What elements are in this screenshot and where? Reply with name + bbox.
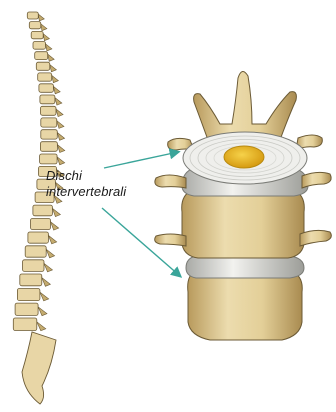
spinous-process — [53, 86, 60, 93]
vertebra — [15, 303, 38, 315]
vertebra — [41, 118, 57, 127]
spinous-process — [52, 208, 60, 216]
intervertebral-discs-label: Dischi intervertebrali — [46, 168, 126, 200]
spinous-process — [56, 109, 63, 117]
spine-column — [13, 12, 65, 404]
vertebra — [23, 260, 45, 272]
spinous-process — [50, 65, 57, 72]
vertebra — [17, 289, 40, 301]
vertebra — [35, 52, 48, 60]
spinous-process — [42, 278, 51, 287]
spinous-process — [55, 98, 62, 106]
vertebra — [39, 84, 54, 93]
pointer-arrow-upper — [104, 152, 178, 168]
transverse-process-right-upper — [302, 172, 331, 188]
spinous-process — [40, 292, 49, 301]
vertebral-arch — [194, 71, 297, 140]
vertebra — [13, 318, 37, 331]
vertebra — [36, 62, 50, 70]
spinous-process — [46, 249, 54, 258]
label-line-1: Dischi — [46, 168, 126, 184]
vertebral-body-lower — [188, 270, 303, 340]
transverse-process-right-middle — [300, 230, 331, 246]
spinous-process — [57, 133, 64, 141]
vertebra — [31, 219, 51, 230]
vertebra — [20, 274, 42, 286]
vertebra — [38, 73, 52, 81]
spinous-process — [57, 157, 65, 165]
vertebra — [31, 31, 43, 38]
spinous-process — [46, 44, 52, 51]
spinous-process — [48, 235, 56, 244]
vertebra — [41, 106, 57, 115]
vertebra — [33, 42, 46, 50]
vertebra — [28, 232, 49, 243]
vertebra — [40, 154, 58, 164]
vertebra — [25, 246, 46, 257]
spinous-process — [52, 75, 59, 82]
transverse-process-left-upper — [155, 175, 186, 188]
nucleus-pulposus — [224, 146, 264, 168]
vertebra — [33, 205, 53, 216]
spinous-process — [43, 34, 49, 41]
spinous-process — [41, 24, 47, 31]
spinous-process — [48, 54, 55, 61]
spinous-process — [38, 14, 44, 21]
transverse-process-left-middle — [155, 234, 186, 246]
spinous-process — [37, 322, 46, 331]
spinous-process — [51, 222, 59, 230]
spinous-process — [38, 307, 47, 316]
vertebra-stack — [155, 71, 332, 340]
sacrum — [22, 332, 56, 404]
vertebral-body-middle — [182, 190, 305, 258]
spinous-process — [57, 145, 64, 153]
spinous-process — [57, 121, 64, 129]
vertebra — [29, 22, 41, 29]
spinous-process — [44, 263, 53, 272]
vertebra — [40, 95, 55, 104]
label-line-2: intervertebrali — [46, 184, 126, 200]
vertebra — [27, 12, 38, 19]
vertebra — [41, 130, 58, 139]
intervertebral-disc-lower — [186, 256, 304, 278]
vertebra — [40, 142, 57, 152]
